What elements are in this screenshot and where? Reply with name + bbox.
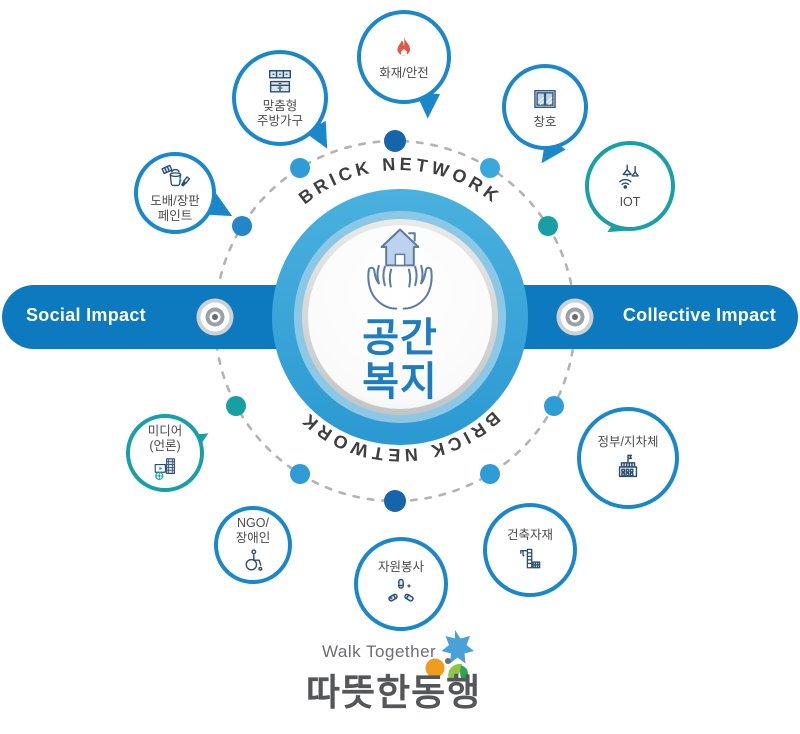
node-label: 건축자재 <box>506 527 553 542</box>
center-title-line2: 복지 <box>362 360 438 404</box>
node-windows: 창호 <box>502 64 588 171</box>
center-circle <box>272 189 528 445</box>
collective-impact-label: Collective Impact <box>622 305 776 325</box>
node-label: 맞춤형 주방가구 <box>256 99 303 128</box>
node-wallpaper-paint: 도배/장판 페인트 <box>134 152 239 234</box>
connector-dot <box>480 464 500 484</box>
node-government: 정부/지차체 <box>577 407 679 509</box>
node-label: NGO/ 장애인 <box>235 516 271 545</box>
center-hub: 공간 복지 <box>300 224 500 404</box>
connector-dots <box>226 130 564 512</box>
connector-dot <box>544 396 564 416</box>
band-marker-left <box>196 298 234 336</box>
node-label: 정부/지차체 <box>597 434 659 449</box>
connector-dot <box>226 396 246 416</box>
node-iot: IOT <box>585 141 675 243</box>
node-label: 도배/장판 페인트 <box>150 194 200 223</box>
node-label: 화재/안전 <box>379 65 429 80</box>
node-label: 자원봉사 <box>377 559 424 574</box>
connector-dot <box>290 158 310 178</box>
connector-dot <box>384 490 406 512</box>
crane-building-icon <box>516 545 544 573</box>
connector-dot <box>538 216 558 236</box>
logo-tagline: Walk Together <box>322 642 437 661</box>
paint-tools-icon <box>160 162 190 192</box>
walk-together-logo: Walk Together 따뜻한동행 <box>300 628 530 732</box>
connector-dot <box>290 464 310 484</box>
node-volunteer: 자원봉사 <box>354 537 448 631</box>
logo-flower-mark <box>425 630 474 682</box>
house-in-hands-icon <box>367 228 433 310</box>
window-icon <box>531 85 559 113</box>
node-kitchen-furniture: 맞춤형 주방가구 <box>232 50 338 155</box>
band-marker-right <box>556 298 594 336</box>
node-media-press: 미디어 (언론) <box>126 414 215 492</box>
iot-lamp-icon <box>615 163 645 193</box>
media-film-icon <box>152 456 178 482</box>
connector-dot <box>232 216 252 236</box>
government-building-icon <box>613 452 643 482</box>
node-label: 미디어 (언론) <box>147 424 183 453</box>
kitchen-cabinet-icon <box>265 67 295 97</box>
logo-brand: 따뜻한동행 <box>306 672 482 713</box>
wheelchair-icon <box>240 548 266 574</box>
volunteer-hands-icon <box>385 577 417 609</box>
node-label: 창호 <box>533 114 557 129</box>
connector-dot <box>480 158 500 178</box>
node-ngo-disabled: NGO/ 장애인 <box>214 506 292 584</box>
fire-house-icon <box>389 34 419 64</box>
node-label: IOT <box>619 194 641 209</box>
node-fire-safety: 화재/안전 <box>357 10 451 119</box>
center-title-line1: 공간 <box>362 316 438 360</box>
connector-dot <box>384 130 406 152</box>
social-impact-label: Social Impact <box>26 305 146 325</box>
node-building-materials: 건축자재 <box>483 503 577 597</box>
